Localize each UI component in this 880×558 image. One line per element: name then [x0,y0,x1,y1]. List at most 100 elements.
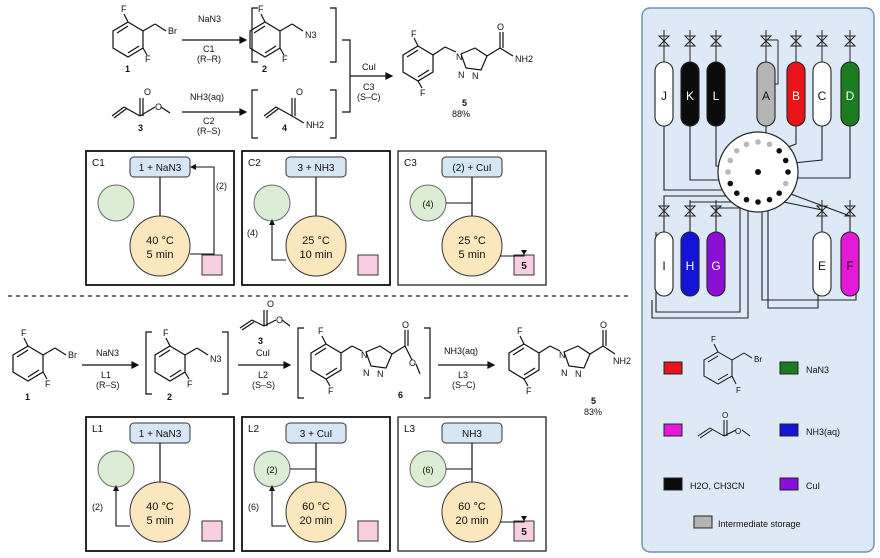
reservoir-body [706,231,726,297]
atom-f: F [736,386,741,395]
legend-swatch-red [663,361,683,375]
atom-o: O [409,358,416,368]
atom-o: O [722,411,728,420]
storage-circle [97,450,135,488]
reservoir-letter: L [713,89,720,103]
cond-c2: C2 [203,116,215,126]
reservoir-letter: J [661,89,667,103]
reservoir-letter: H [686,259,695,273]
reservoir-body [756,61,776,127]
atom-f: F [163,328,169,338]
product-label: 5 [521,527,527,538]
atom-f: F [187,379,193,389]
compound-5-label: 5 [462,98,467,108]
stopcock-icon[interactable] [815,205,829,217]
valve-port [782,157,789,164]
reservoir-letter: F [846,259,853,273]
atom-n: N [559,350,566,360]
stopcock-icon[interactable] [683,35,697,47]
reservoir-j: J [654,30,674,127]
reservoir-letter: E [818,259,826,273]
bond [699,429,713,439]
atom-n: N [561,368,568,378]
reagent-l3: NH3(aq) [444,346,478,356]
cond-c2-mode: (R–S) [197,126,221,136]
tube-bottom-left2 [651,210,749,319]
stopcock-icon[interactable] [815,35,829,47]
reservoir-body [680,231,700,297]
stopcock-icon[interactable] [759,35,773,47]
return-arrow [190,164,196,170]
valve-port [785,169,791,175]
panel-note: (6) [248,502,259,512]
tube-j [663,120,740,191]
reservoir-k: K [680,30,700,127]
collection-box [357,254,379,276]
reactor-flask [285,481,347,543]
stopcock-icon[interactable] [843,35,857,47]
reactor-time: 5 min [459,249,486,261]
atom-nh2: NH2 [306,120,324,130]
outflow-arrow [521,250,527,255]
panel-note: (2) [216,181,227,191]
reservoir-letter: A [762,89,770,103]
reactor-flask [129,215,191,277]
transfer-line [115,489,130,527]
legend-nan3: NaN3 [806,365,829,375]
panel-note: (6) [423,465,434,475]
stopcock-icon[interactable] [657,205,671,217]
reactor-time: 20 min [299,515,332,527]
reservoir-letter: I [662,259,665,273]
reactor-temp: 60 °C [302,501,330,513]
valve-port [776,148,782,154]
bond [709,427,725,437]
atom-f: F [145,54,151,64]
legend-methyl-propiolate [697,420,751,439]
stopcock-icon[interactable] [709,35,723,47]
panel-label: 3 + CuI [300,429,333,440]
outflow-arrow [521,516,527,521]
stopcock-icon[interactable] [789,35,803,47]
reservoir-body [786,61,806,127]
cond-c1: C1 [203,44,215,54]
stopcock-icon[interactable] [657,35,671,47]
rotary-valve[interactable] [717,131,799,213]
stopcock-icon[interactable] [709,205,723,217]
structure-5-top [402,32,514,89]
panel-id: C2 [248,158,261,169]
atom-o: O [735,427,741,436]
valve-center [755,169,761,175]
transfer-arrow [113,485,119,491]
structure-1-top [112,13,167,58]
yield-top: 88% [452,109,470,119]
bond [707,355,719,363]
atom-f: F [258,4,264,14]
structure-5-bottom [508,330,616,387]
valve-port [755,139,761,145]
atom-f: F [411,29,417,39]
valve-port [755,199,761,205]
reservoir-body [654,231,674,297]
reactor-temp: 25 °C [458,235,486,247]
reagent-l2-top: 3 [258,336,263,346]
yield-bottom: 83% [584,407,602,417]
panel-note: (4) [423,199,434,209]
reservoir-a: A [756,30,776,127]
product-label: 5 [521,261,527,272]
transfer-line [271,489,286,527]
reactor-time: 5 min [147,515,174,527]
stopcock-icon[interactable] [843,205,857,217]
reservoir-i: I [654,200,674,297]
structure-2-bottom [145,331,229,395]
valve-port [734,190,740,196]
cond-c3: C3 [363,82,375,92]
reservoir-body [840,231,860,297]
atom-f: F [517,326,523,336]
bond [723,429,737,437]
stopcock-icon[interactable] [683,205,697,217]
